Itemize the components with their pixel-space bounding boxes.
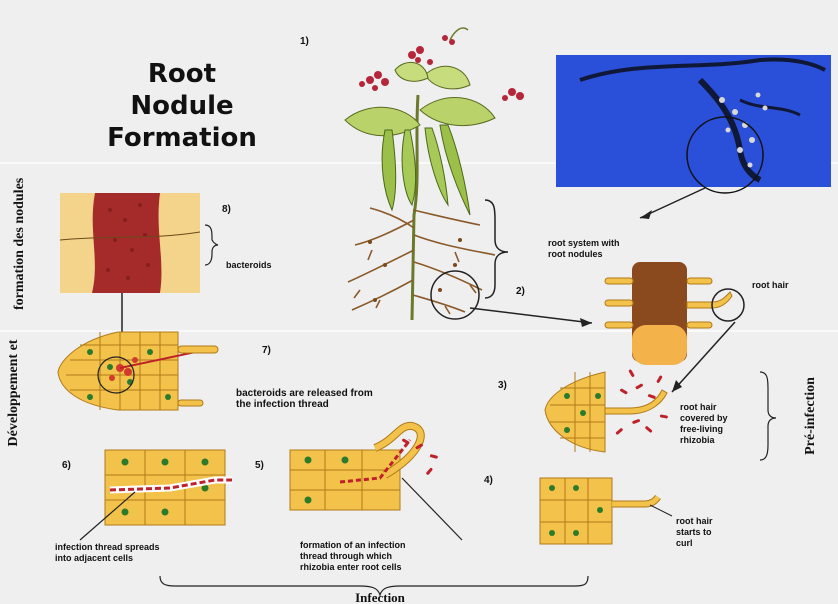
step-4-number: 4) xyxy=(484,475,493,486)
step-5-number: 5) xyxy=(255,460,264,471)
release-panel xyxy=(58,332,218,410)
root-hair-panel xyxy=(605,262,744,365)
bacteroids-released-label: bacteroids are released from the infecti… xyxy=(236,388,373,410)
thread-spreads-label: infection thread spreads into adjacent c… xyxy=(55,542,160,564)
curl-line-1: root hair xyxy=(676,516,713,527)
bacteroids-panel xyxy=(60,193,218,350)
preinfection-panel xyxy=(545,369,776,460)
root-hair-label: root hair xyxy=(752,280,789,291)
nodule-photo xyxy=(556,55,831,193)
step-3-number: 3) xyxy=(498,380,507,391)
spreads-line-1: infection thread spreads xyxy=(55,542,160,553)
plant-illustration xyxy=(345,28,524,320)
covered-line-1: root hair xyxy=(680,402,728,413)
formation-line-1: formation of an infection xyxy=(300,540,406,551)
spreads-line-2: into adjacent cells xyxy=(55,553,160,564)
bacteroids-label: bacteroids xyxy=(226,260,272,271)
step-7-number: 7) xyxy=(262,345,271,356)
released-line-2: the infection thread xyxy=(236,399,373,410)
thread-formation-label: formation of an infection thread through… xyxy=(300,540,406,573)
root-system-line-1: root system with xyxy=(548,238,620,249)
thread-spreads-panel xyxy=(80,450,232,540)
covered-by-rhizobia-label: root hair covered by free-living rhizobi… xyxy=(680,402,728,446)
curl-line-3: curl xyxy=(676,538,713,549)
formation-line-3: rhizobia enter root cells xyxy=(300,562,406,573)
root-system-line-2: root nodules xyxy=(548,249,620,260)
step-8-number: 8) xyxy=(222,204,231,215)
covered-line-2: covered by xyxy=(680,413,728,424)
curl-line-2: starts to xyxy=(676,527,713,538)
covered-line-4: rhizobia xyxy=(680,435,728,446)
side-label-formation: formation des nodules xyxy=(12,186,28,310)
step-6-number: 6) xyxy=(62,460,71,471)
side-label-developpement: Développement et xyxy=(6,331,22,455)
starts-to-curl-label: root hair starts to curl xyxy=(676,516,713,549)
step-2-number: 2) xyxy=(516,286,525,297)
step-1-number: 1) xyxy=(300,36,309,47)
root-system-label: root system with root nodules xyxy=(548,238,620,260)
curl-panel xyxy=(540,478,672,544)
formation-line-2: thread through which xyxy=(300,551,406,562)
bottom-label-infection: Infection xyxy=(330,590,430,604)
thread-formation-panel xyxy=(290,426,462,540)
covered-line-3: free-living xyxy=(680,424,728,435)
released-line-1: bacteroids are released from xyxy=(236,388,373,399)
side-label-preinfection: Pré-infection xyxy=(803,361,819,471)
